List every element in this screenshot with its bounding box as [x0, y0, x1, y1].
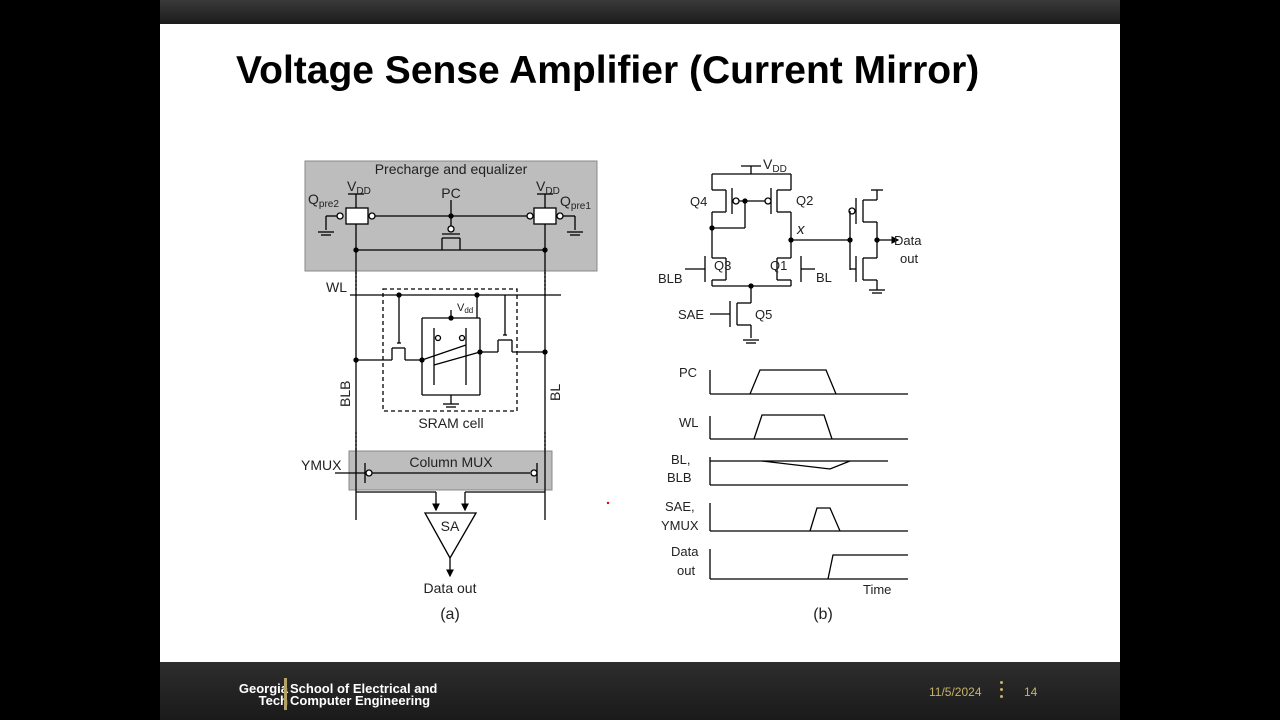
sram-cell-label: SRAM cell: [418, 415, 483, 431]
column-mux-block: [348, 450, 553, 491]
column-mux-label: Column MUX: [409, 454, 493, 470]
slide: Voltage Sense Amplifier (Current Mirror): [160, 0, 1120, 720]
q5-label: Q5: [755, 307, 772, 322]
figure-b-labels: VDD Q4 Q2 x Q3 Q1 BLB BL SAE Q5 Data out…: [658, 156, 922, 623]
q4-label: Q4: [690, 194, 707, 209]
bl-label: BL: [547, 384, 563, 401]
timing-bl-1: BL,: [671, 452, 691, 467]
timing-bl-2: BLB: [667, 470, 692, 485]
vdd-left-label: VDD: [347, 178, 371, 197]
page-number: 14: [1024, 685, 1038, 699]
timing-sae-2: YMUX: [661, 518, 699, 533]
wl-label: WL: [326, 279, 347, 295]
timing-wl: WL: [679, 415, 699, 430]
bl-b-label: BL: [816, 270, 832, 285]
ymux-label: YMUX: [301, 457, 342, 473]
q2-label: Q2: [796, 193, 813, 208]
timing-data-1: Data: [671, 544, 699, 559]
timing-time: Time: [863, 582, 891, 597]
vdd-b-label: VDD: [763, 156, 787, 175]
data-out-label: Data out: [424, 580, 477, 596]
pc-label: PC: [441, 185, 460, 201]
data-out-b-1: Data: [894, 233, 922, 248]
logo-divider: [284, 678, 287, 710]
precharge-label: Precharge and equalizer: [375, 161, 528, 177]
qpre2-label: Qpre2: [308, 191, 339, 210]
window-top-bar: [160, 0, 1120, 24]
laser-pointer-dot: [606, 501, 610, 505]
timing-data-2: out: [677, 563, 695, 578]
timing-sae-1: SAE,: [665, 499, 695, 514]
circuit-figure: Precharge and equalizer VDD VDD Qpre2 Qp…: [301, 156, 922, 623]
sa-label: SA: [441, 518, 460, 534]
blb-b-label: BLB: [658, 271, 683, 286]
slide-date: 11/5/2024: [929, 685, 982, 699]
qpre1-label: Qpre1: [560, 193, 591, 212]
figure-b: [685, 165, 908, 580]
x-node-label: x: [796, 221, 805, 238]
figure-a-labels: Precharge and equalizer VDD VDD Qpre2 Qp…: [301, 161, 591, 623]
figure-a: [304, 160, 598, 578]
caption-a: (a): [440, 606, 460, 623]
q1-label: Q1: [770, 258, 787, 273]
vdd-right-label: VDD: [536, 178, 560, 197]
school-name: School of Electrical and Computer Engine…: [290, 681, 438, 708]
slide-footer: Georgia Tech School of Electrical and Co…: [160, 662, 1120, 720]
q3-label: Q3: [714, 258, 731, 273]
data-out-b-2: out: [900, 251, 918, 266]
timing-pc: PC: [679, 365, 697, 380]
vdd-cell-label: Vdd: [457, 302, 473, 315]
slide-title: Voltage Sense Amplifier (Current Mirror): [236, 49, 980, 92]
blb-label: BLB: [337, 381, 353, 407]
caption-b: (b): [813, 606, 833, 623]
more-options-icon[interactable]: [1000, 681, 1003, 705]
sae-label: SAE: [678, 307, 704, 322]
georgia-tech-logo-text: Georgia Tech: [238, 681, 288, 708]
